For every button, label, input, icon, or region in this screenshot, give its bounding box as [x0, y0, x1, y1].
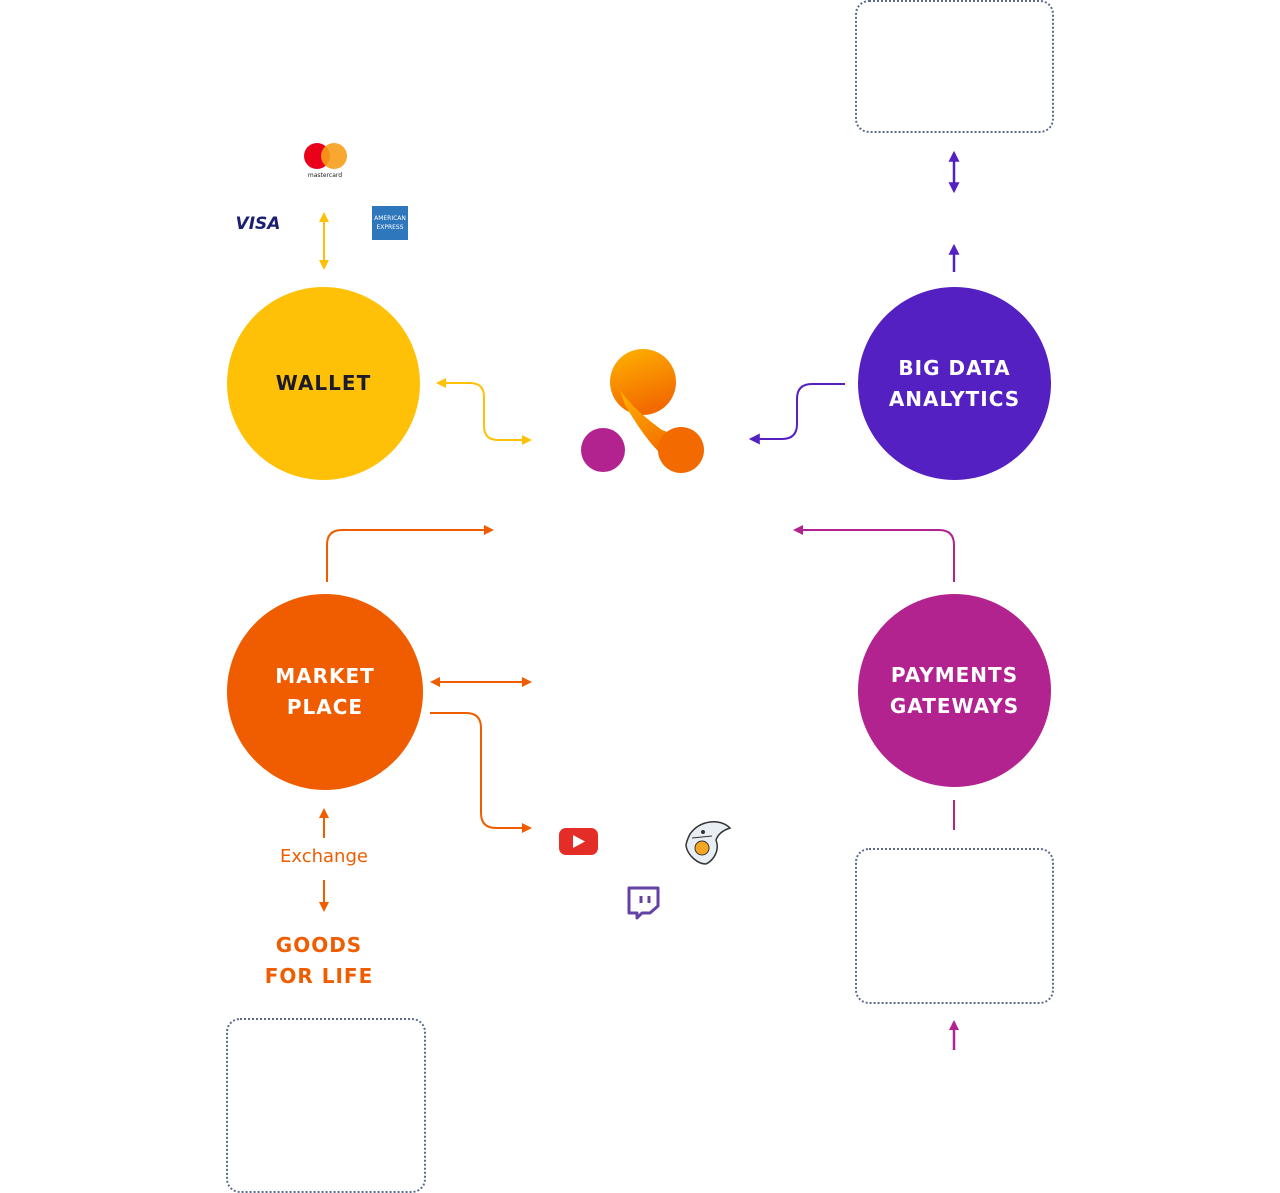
visa-logo: VISA — [236, 214, 281, 234]
youtube-icon — [559, 828, 598, 855]
big-data-analytics-label: BIG DATA ANALYTICS — [888, 355, 1021, 411]
marketplace-media-connector — [430, 712, 532, 833]
bottom-left-placeholder-box — [226, 1018, 426, 1193]
payments-gateways-node[interactable]: PAYMENTS GATEWAYS — [858, 594, 1051, 787]
wallet-node[interactable]: WALLET — [227, 287, 420, 480]
amex-logo: AMERICAN EXPRESS — [372, 206, 408, 240]
shark-mascot-icon — [685, 821, 732, 865]
hub-logo — [581, 349, 704, 473]
goods-for-life-label: GOODS FOR LIFE — [264, 933, 374, 988]
big-data-analytics-node[interactable]: BIG DATA ANALYTICS — [858, 287, 1051, 480]
svg-text:AMERICAN: AMERICAN — [374, 215, 406, 222]
wallet-hub-connector — [436, 378, 532, 445]
twitch-icon — [627, 886, 660, 920]
bottom-right-placeholder-box — [855, 848, 1054, 1004]
svg-text:EXPRESS: EXPRESS — [376, 224, 403, 231]
top-right-placeholder-box — [855, 0, 1054, 133]
payments-hub-connector — [793, 525, 955, 582]
marketplace-label: MARKET PLACE — [275, 664, 375, 719]
svg-text:VISA: VISA — [236, 214, 281, 234]
svg-text:mastercard: mastercard — [308, 172, 342, 179]
marketplace-node[interactable]: MARKET PLACE — [227, 594, 423, 790]
bigdata-hub-connector — [748, 383, 845, 445]
marketplace-hub-connector — [326, 525, 494, 582]
mastercard-logo: mastercard — [304, 143, 347, 179]
payments-gateways-label: PAYMENTS GATEWAYS — [889, 662, 1020, 718]
wallet-label: WALLET — [275, 371, 372, 395]
exchange-label: Exchange — [280, 846, 368, 867]
